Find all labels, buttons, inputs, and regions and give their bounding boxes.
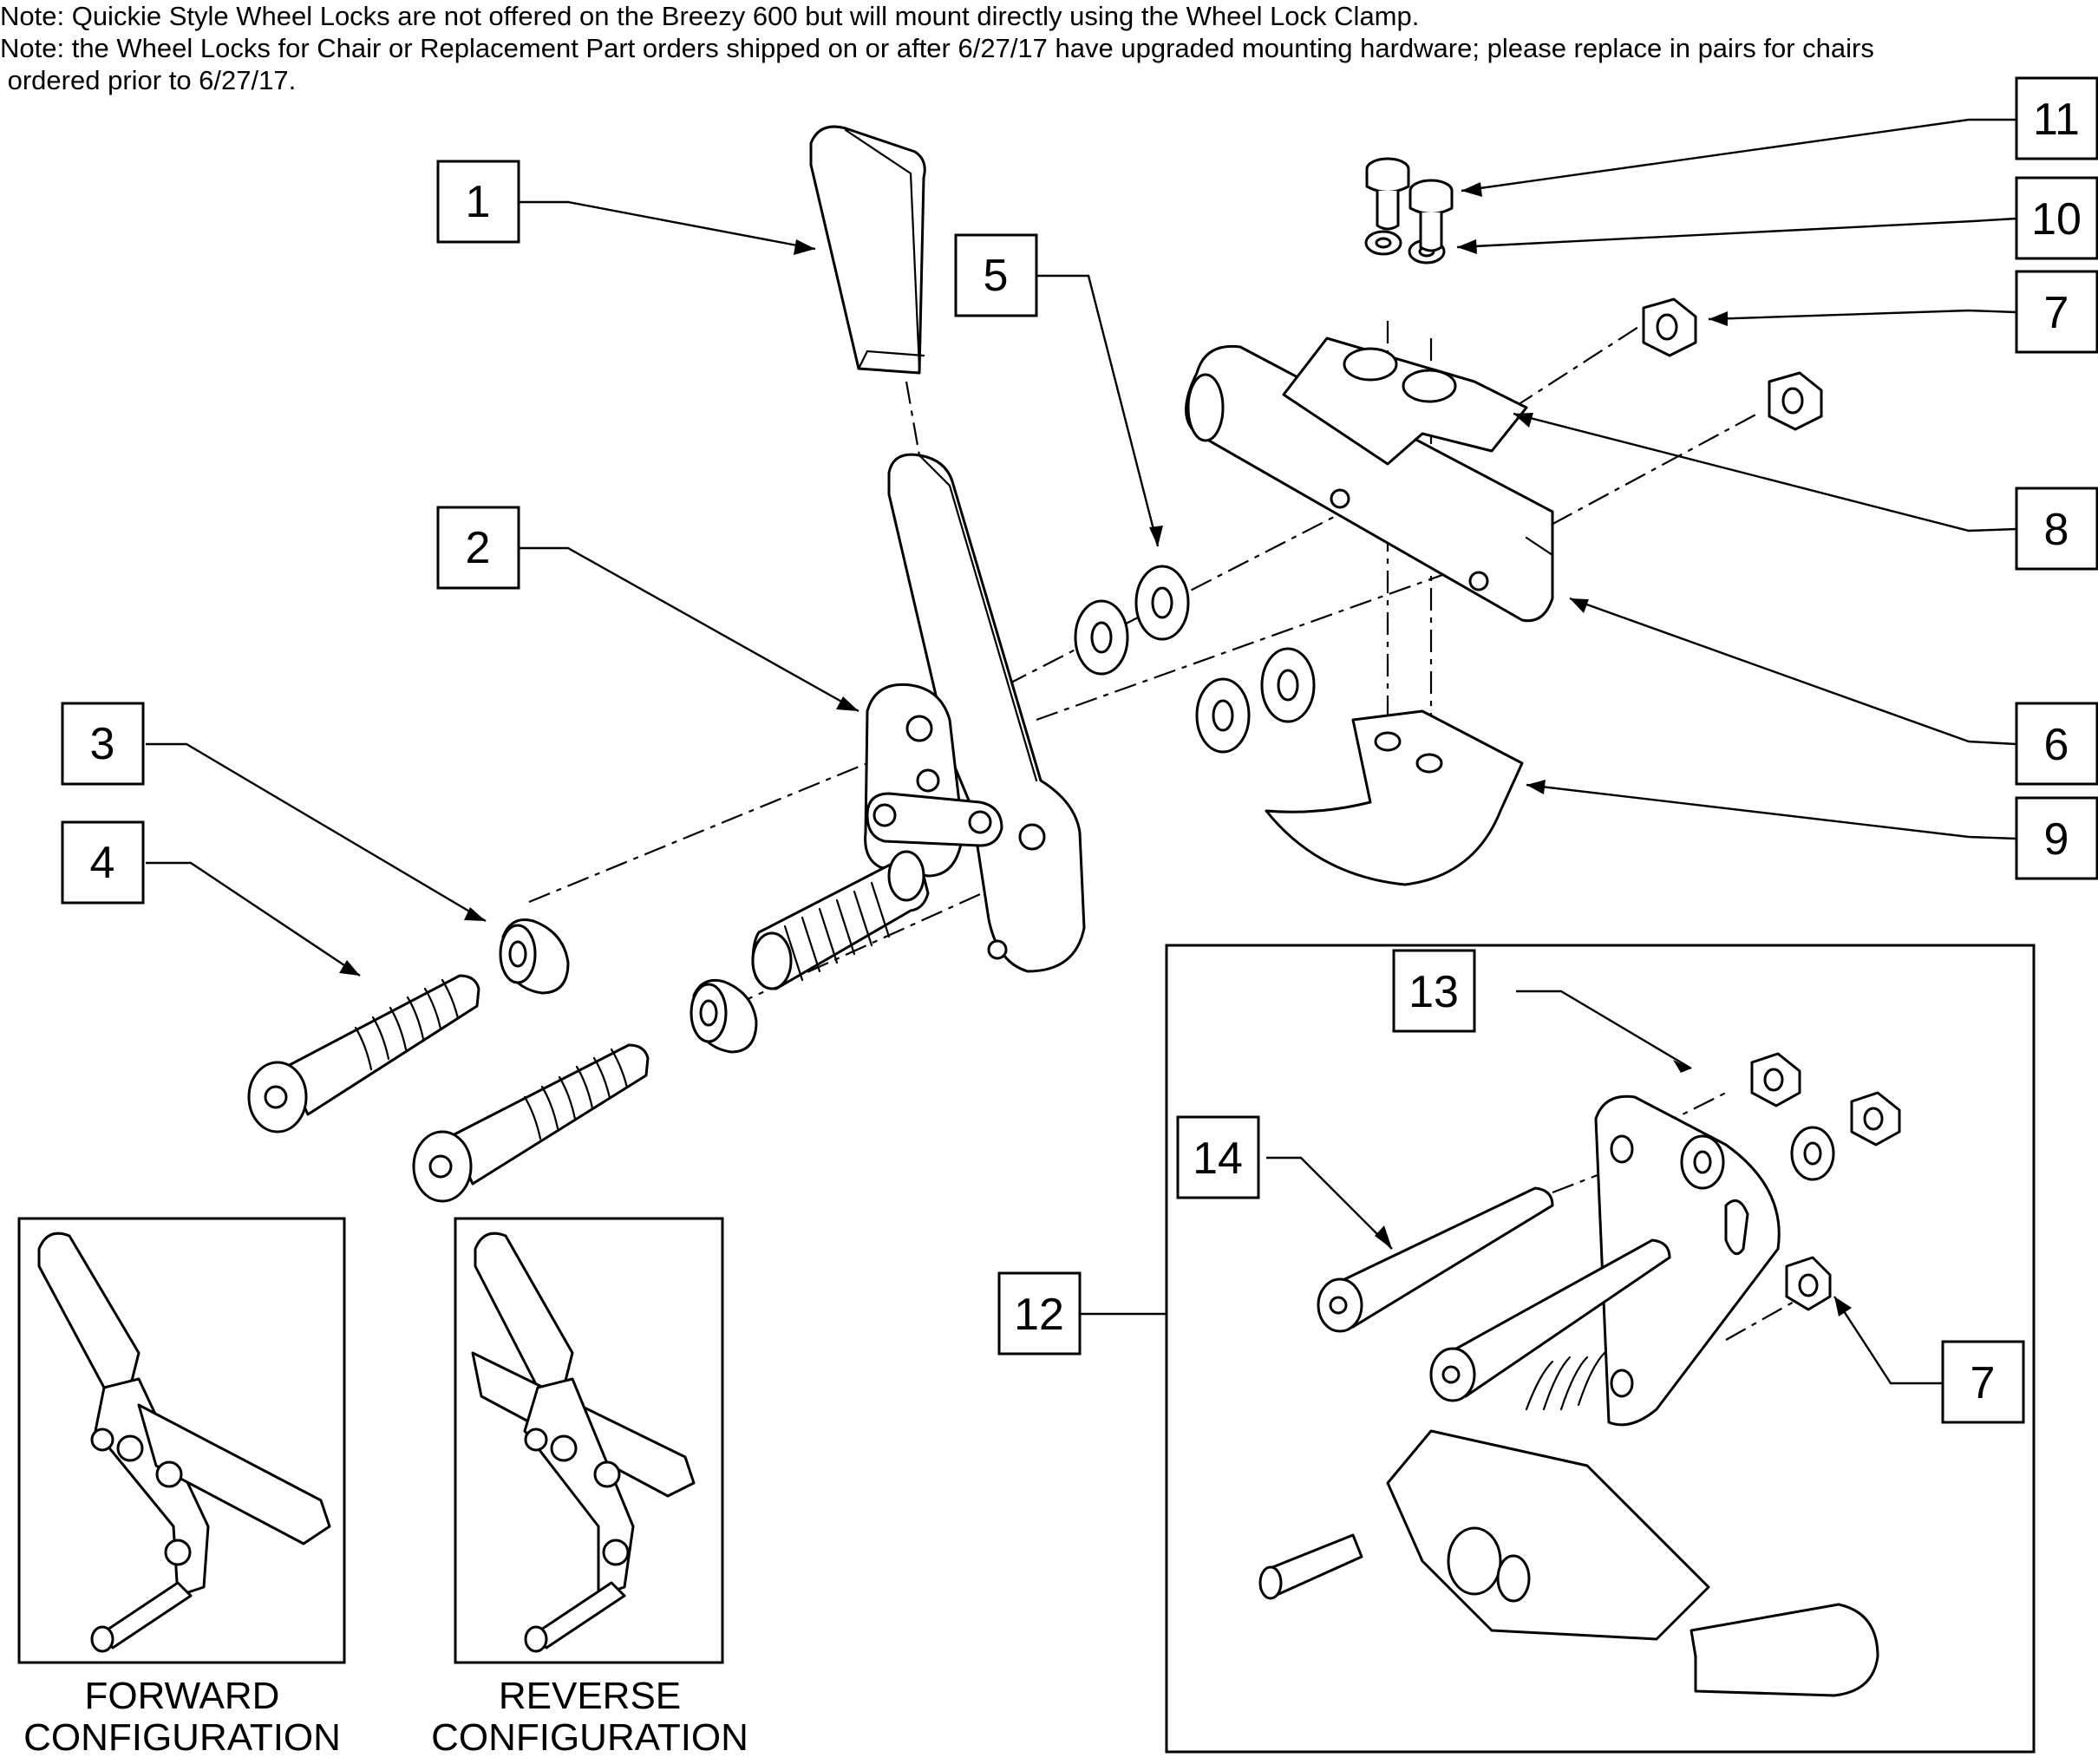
callout-4: 4 [61,820,145,905]
note-line-2: Note: the Wheel Locks for Chair or Repla… [0,33,1874,63]
callout-3: 3 [61,702,145,786]
svg-text:10: 10 [2031,194,2082,245]
reverse-config-label-1: REVERSE [499,1675,681,1717]
callout-7-inset: 7 [1941,1340,2025,1424]
callout-9: 9 [2015,796,2098,880]
forward-config-label-1: FORWARD [85,1675,280,1717]
callout-5: 5 [954,233,1038,317]
part-2-lever-assembly [751,453,1086,990]
inset-12-frame [1165,944,2036,1754]
callout-8: 8 [2015,487,2098,571]
svg-text:5: 5 [984,251,1009,301]
part-4-button-head-bolts [247,974,650,1203]
callout-13: 13 [1392,949,1476,1033]
svg-text:8: 8 [2044,505,2069,555]
svg-text:1: 1 [466,177,491,227]
callout-14: 14 [1176,1115,1260,1199]
svg-text:12: 12 [1014,1290,1064,1340]
callout-10: 10 [2015,176,2098,260]
forward-config-label-2: CONFIGURATION [23,1716,341,1759]
svg-text:7: 7 [1971,1358,1996,1408]
part-6-8-clamp-body [1185,336,1554,623]
part-1-handle-grip [809,125,926,375]
part-3-bushing [499,918,758,1054]
callout-6: 6 [2015,702,2098,786]
callout-7-top: 7 [2015,270,2098,354]
svg-text:14: 14 [1193,1134,1243,1184]
reverse-config-label-2: CONFIGURATION [431,1716,748,1759]
forward-config-frame [17,1217,346,1664]
callout-12: 12 [997,1271,1082,1356]
svg-text:13: 13 [1408,967,1459,1017]
leader-lines [146,118,2017,1385]
leader-arrowheads [339,182,1852,1316]
part-5-washers [1074,565,1316,754]
part-9-lower-clamp [1265,709,1524,886]
part-11-screws [1365,157,1454,252]
note-line-1: Note: Quickie Style Wheel Locks are not … [0,1,1420,31]
callout-2: 2 [436,506,520,590]
callout-1: 1 [436,160,520,244]
callout-11: 11 [2015,76,2098,160]
svg-text:6: 6 [2044,720,2069,770]
inset-12-extension-parts [1258,1052,1901,1697]
reverse-config-frame [454,1217,724,1664]
notes-block: Note: Quickie Style Wheel Locks are not … [0,0,2098,96]
part-7-nuts [1642,297,1823,431]
note-line-3: ordered prior to 6/27/17. [0,65,297,95]
forward-config-illustration [37,1232,331,1653]
svg-text:4: 4 [90,838,115,888]
svg-text:9: 9 [2044,814,2069,865]
svg-text:7: 7 [2044,288,2069,338]
svg-text:11: 11 [2033,95,2080,145]
svg-text:2: 2 [466,523,491,573]
reverse-config-illustration [471,1232,696,1653]
svg-text:3: 3 [90,719,115,769]
